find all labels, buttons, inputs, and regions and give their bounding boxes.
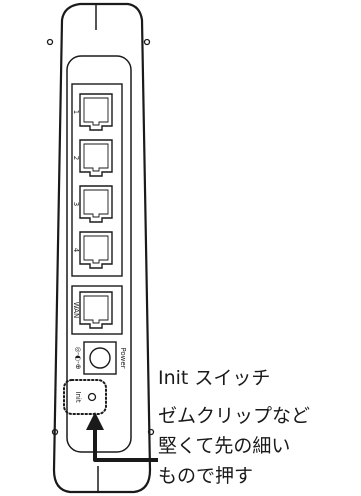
init-switch-highlight [63,379,107,415]
device-outline [52,2,152,494]
instruction-line-3: もので押す [158,465,253,487]
init-switch-callout: Init スイッチ [158,367,270,389]
init-switch-hole[interactable] [87,392,97,402]
power-jack [89,347,111,369]
callout-arrow [86,412,158,462]
left-mount-hole-top [46,38,54,46]
wan-port-frame [71,285,123,335]
port-label-4: 4 [72,248,80,253]
device-body [52,2,152,494]
port-label-wan: WAN [72,302,80,319]
ethernet-port-2 [79,139,113,177]
instruction-line-1: ゼムクリップなど [158,405,310,427]
init-label: Init [74,391,82,402]
left-mount-hole-bottom [51,428,59,436]
ethernet-port-4 [79,231,113,269]
instruction-line-2: 堅くて先の細い [158,435,290,457]
lan-port-frame [71,83,123,277]
port-label-1: 1 [72,110,80,114]
power-jack-frame [83,341,117,375]
right-mount-hole-top [143,38,151,46]
port-label-2: 2 [72,156,80,160]
ethernet-port-3 [79,185,113,223]
ethernet-port-wan [79,291,113,329]
port-label-3: 3 [72,202,80,206]
ethernet-port-1 [79,93,113,131]
power-polarity-symbol: ◎-◐-⊕ [74,346,82,369]
inner-panel [66,55,132,453]
right-mount-hole-bottom [147,428,155,436]
power-label: Power [119,347,127,368]
